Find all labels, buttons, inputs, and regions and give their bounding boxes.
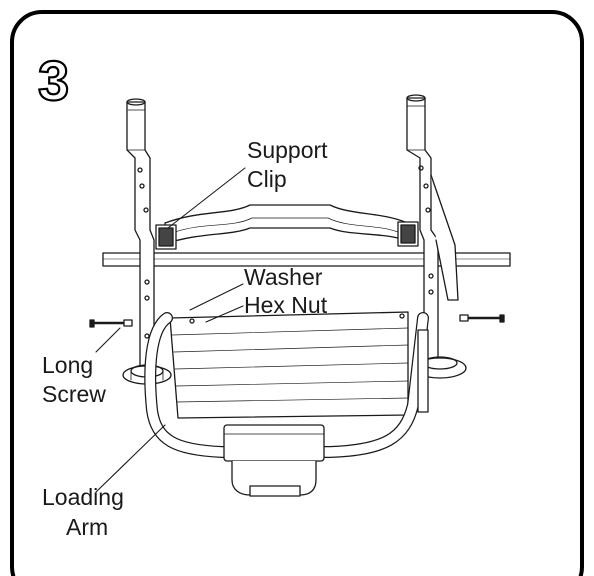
front-pad	[223, 424, 325, 497]
right-lower-rod	[417, 329, 429, 413]
step-number: 3	[38, 50, 69, 110]
long-screw-left	[89, 319, 133, 328]
long-screw-right	[459, 314, 505, 323]
left-post	[126, 98, 155, 373]
washer-label: Washer	[244, 264, 323, 290]
long-screw-label-line2: Screw	[42, 381, 106, 407]
support-bar	[164, 204, 406, 245]
long-screw-label-line1: Long	[42, 352, 94, 378]
loading-arm	[144, 312, 429, 458]
panel-frame	[10, 10, 584, 576]
support-clip-label-line1: Support	[247, 137, 328, 163]
leader-lines	[95, 167, 246, 493]
support-clip-right	[397, 221, 419, 247]
hex-nut-label: Hex Nut	[244, 292, 328, 318]
right-brace	[430, 174, 459, 301]
loading-arm-label-line1: Loading	[42, 484, 124, 510]
seat-platform	[169, 311, 409, 419]
support-clip-left	[155, 224, 177, 250]
loading-arm-label-line2: Arm	[66, 514, 109, 540]
support-clip-label-line2: Clip	[247, 166, 287, 192]
step-number-badge: 3	[37, 50, 70, 110]
